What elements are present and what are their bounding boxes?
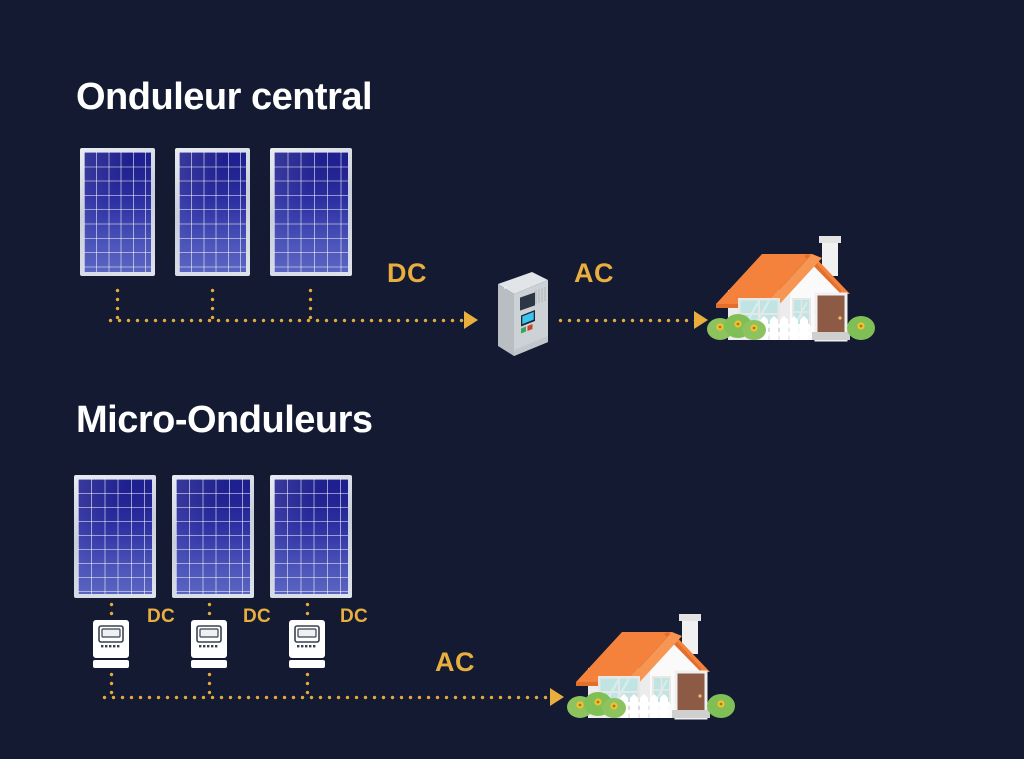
solar-panel-icon (84, 152, 151, 272)
panel-sheen (78, 479, 152, 594)
section-title-central: Onduleur central (76, 76, 373, 118)
micro-inverter-1 (91, 620, 131, 668)
dc-wire-drop (308, 286, 313, 322)
solar-panel-icon (274, 479, 348, 594)
solar-panel (270, 475, 352, 598)
micro-inverter-icon (191, 620, 227, 668)
house-icon (707, 236, 875, 342)
house (564, 610, 739, 728)
panel-sheen (176, 479, 250, 594)
dc-label: DC (387, 258, 427, 288)
arrow-right-icon (464, 311, 478, 329)
dc-label-1: DC (147, 606, 176, 627)
panel-sheen (179, 152, 246, 272)
ac-wire-drop (109, 670, 114, 698)
arrow-right-icon (694, 311, 708, 329)
dc-wire-bus (106, 318, 464, 323)
section-title-micro: Micro-Onduleurs (76, 399, 373, 441)
ac-wire-drop (305, 670, 310, 698)
ac-wire (556, 318, 694, 323)
central-inverter (488, 268, 552, 360)
arrow-right-icon (550, 688, 564, 706)
solar-panel (270, 148, 352, 276)
house-icon (567, 614, 735, 720)
panel-sheen (274, 152, 348, 272)
solar-panel-icon (179, 152, 246, 272)
ac-label: AC (435, 647, 475, 677)
solar-panel (74, 475, 156, 598)
micro-inverter-3 (287, 620, 327, 668)
dc-wire-drop (115, 286, 120, 322)
solar-panel-icon (274, 152, 348, 272)
solar-panel-icon (78, 479, 152, 594)
micro-inverter-2 (189, 620, 229, 668)
dc-wire-drop (109, 600, 114, 622)
dc-label-2: DC (243, 606, 272, 627)
dc-label-3: DC (340, 606, 369, 627)
solar-panel (80, 148, 155, 276)
ac-wire-bus (100, 695, 550, 700)
inverter-icon (498, 272, 548, 356)
solar-panel-icon (176, 479, 250, 594)
panel-sheen (274, 479, 348, 594)
dc-wire-drop (305, 600, 310, 622)
ac-wire-drop (207, 670, 212, 698)
house (704, 232, 879, 350)
ac-label: AC (574, 258, 614, 288)
solar-panel (175, 148, 250, 276)
dc-wire-drop (207, 600, 212, 622)
panel-sheen (84, 152, 151, 272)
solar-panel (172, 475, 254, 598)
micro-inverter-icon (289, 620, 325, 668)
dc-wire-drop (210, 286, 215, 322)
micro-inverter-icon (93, 620, 129, 668)
